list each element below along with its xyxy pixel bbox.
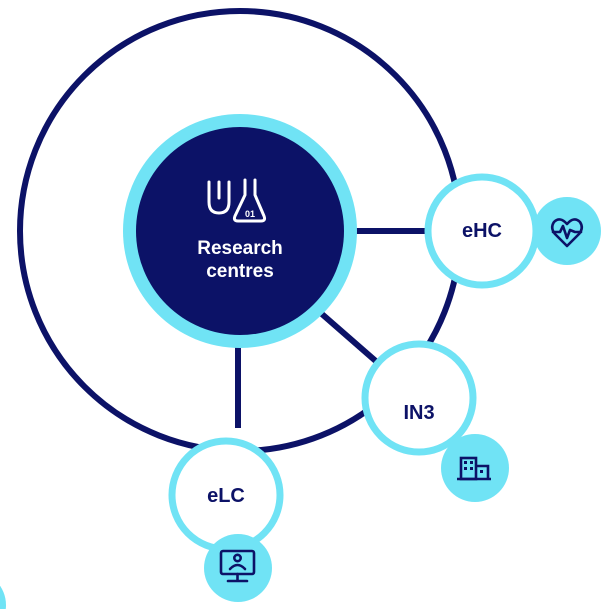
flask-icon [207,178,267,223]
elc-icon-badge [204,534,272,602]
flask-icon-number: 01 [245,209,255,219]
heart-pulse-icon [550,218,584,248]
center-title-line2: centres [206,261,274,282]
ehc-label: eHC [461,220,502,242]
partial-node-edge [0,585,6,609]
ehc-icon-badge [533,197,601,265]
in3-node [361,340,477,456]
building-icon [457,456,491,481]
elc-label: eLC [207,485,245,507]
connector-in3 [313,305,380,366]
center-title-line1: Research [197,238,283,259]
center-node-title: Research centres [170,237,310,283]
center-node [136,127,344,335]
computer-user-icon [219,549,256,583]
in3-label: IN3 [403,402,435,424]
